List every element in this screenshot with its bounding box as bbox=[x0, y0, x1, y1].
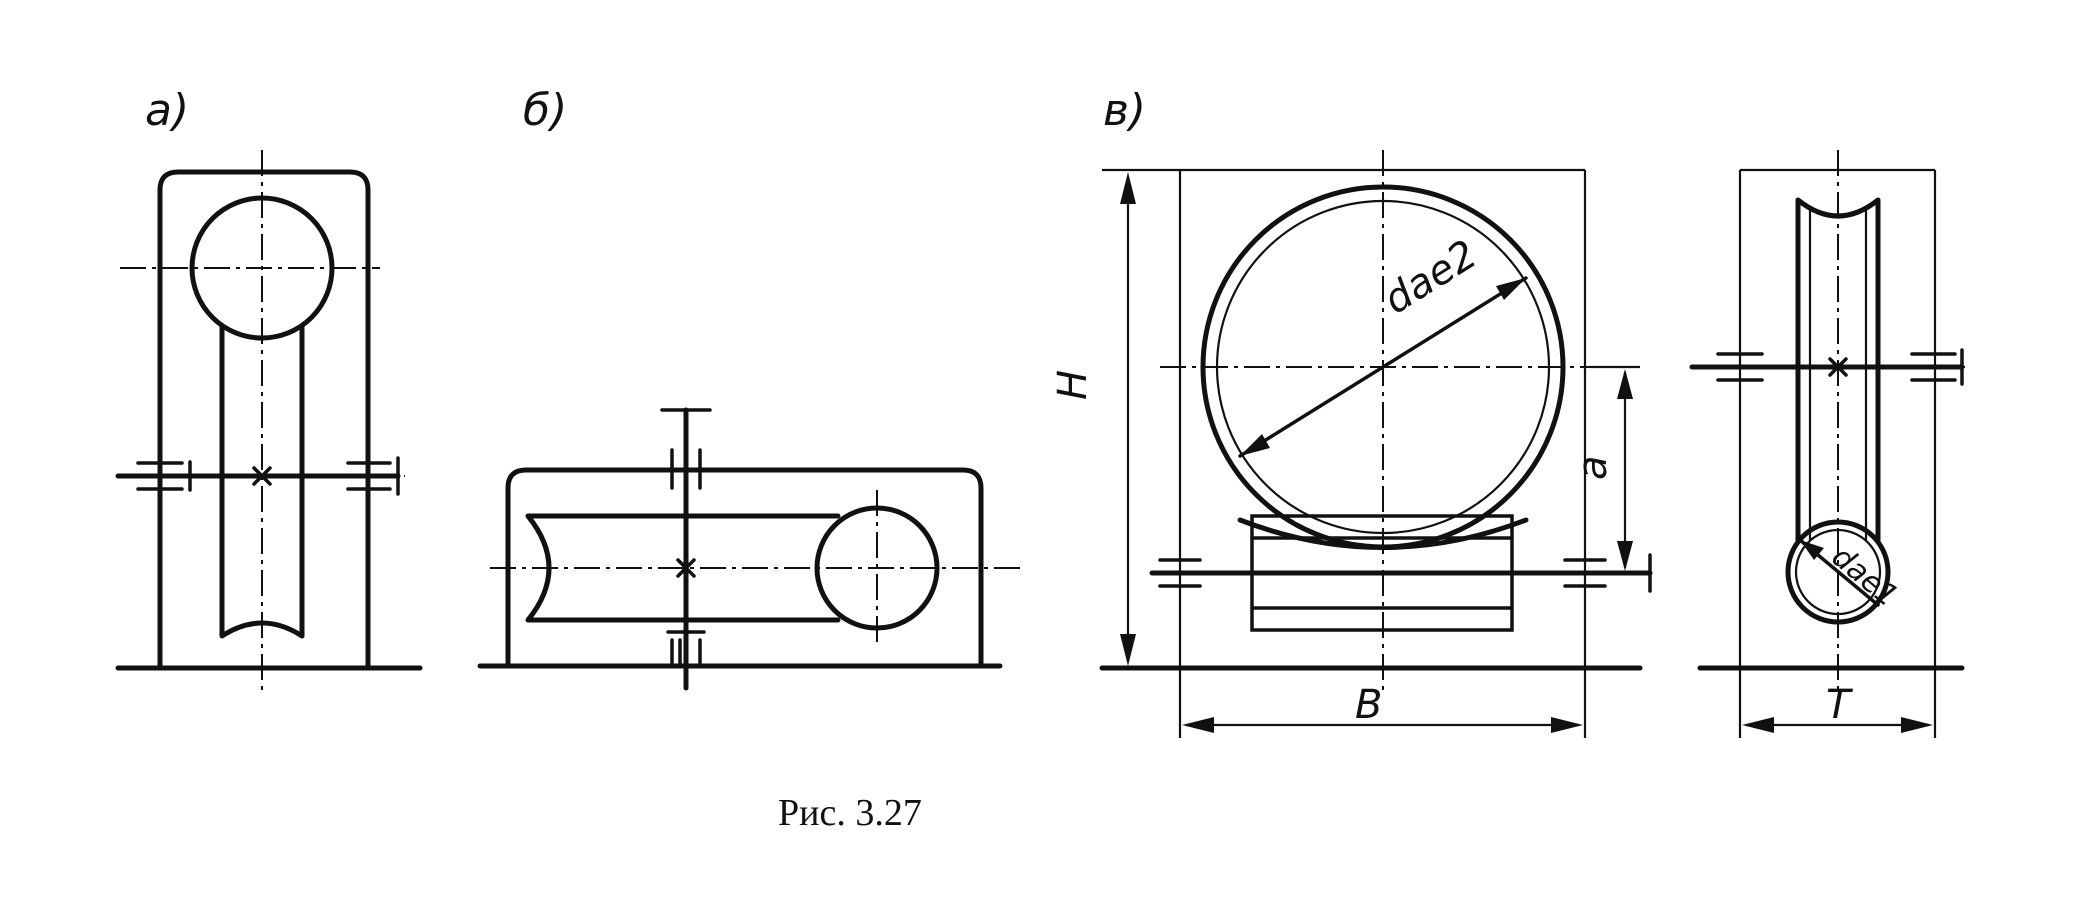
panel-a-center-cross bbox=[252, 466, 272, 486]
figure-caption: Рис. 3.27 bbox=[778, 792, 922, 834]
panel-v-a-label: a bbox=[1570, 455, 1616, 480]
panel-v-side-center-cross bbox=[1828, 357, 1848, 377]
panel-v-side-view: dae1 T bbox=[1689, 150, 1965, 738]
panel-b-center-cross bbox=[676, 558, 696, 578]
panel-v-B-label: B bbox=[1355, 682, 1382, 728]
panel-v-side-left-bearing bbox=[1716, 352, 1764, 382]
panel-a-label: а) bbox=[145, 85, 189, 136]
panel-a: а) bbox=[115, 85, 423, 690]
panel-b-label: б) bbox=[523, 85, 567, 136]
panel-b-bottom-bearing bbox=[666, 630, 706, 668]
panel-v-left-bearing bbox=[1158, 558, 1202, 588]
panel-b: б) bbox=[477, 85, 1020, 691]
panel-b-top-bearing bbox=[666, 448, 706, 490]
panel-v: в) bbox=[1050, 85, 1965, 738]
panel-b-housing bbox=[505, 467, 984, 669]
panel-a-left-bearing bbox=[136, 460, 192, 492]
panel-v-dae2-label: dae2 bbox=[1376, 231, 1485, 323]
panel-v-side-right-bearing bbox=[1910, 352, 1957, 382]
panel-v-dae2-diameter bbox=[1238, 276, 1528, 458]
panel-v-T-label: T bbox=[1826, 682, 1854, 728]
panel-v-front-view: dae2 H a B bbox=[1050, 150, 1653, 738]
panel-a-right-bearing bbox=[346, 456, 400, 496]
panel-a-housing bbox=[157, 169, 371, 671]
panel-v-right-bearing bbox=[1563, 558, 1607, 588]
panel-v-label: в) bbox=[1103, 85, 1146, 136]
panel-v-H-label: H bbox=[1050, 370, 1096, 400]
